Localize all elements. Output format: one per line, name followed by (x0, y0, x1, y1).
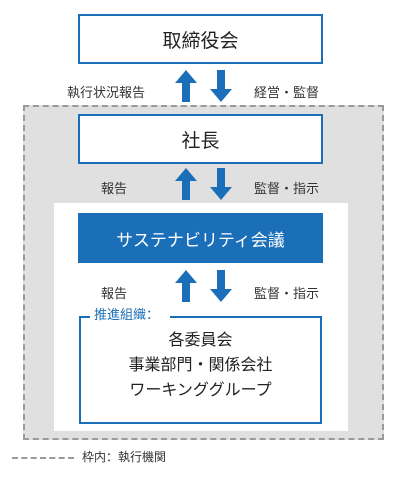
oversight-label: 経営・監督 (254, 86, 320, 101)
president-label: 社長 (181, 129, 220, 152)
president-box: 社長 (78, 114, 323, 164)
up-arrow-icon (175, 70, 197, 102)
org-bracket (79, 316, 322, 424)
legend-label: 枠内：執行機関 (82, 450, 167, 464)
org-label: 推進組織： (92, 308, 162, 324)
up-arrow-icon (175, 168, 197, 200)
council-label: サステナビリティ会議 (116, 230, 285, 251)
org-members: 各委員会 事業部門・関係会社 ワーキンググループ (80, 327, 321, 402)
down-arrow-icon (210, 168, 232, 200)
legend-dash-line (12, 457, 74, 459)
down-arrow-icon (210, 270, 232, 302)
report-label-1: 報告 (101, 182, 128, 197)
org-line-working-groups: ワーキンググループ (129, 380, 272, 399)
instruct-label-2: 監督・指示 (254, 287, 320, 302)
org-line-committees: 各委員会 (168, 330, 233, 349)
instruct-label-1: 監督・指示 (254, 182, 320, 197)
council-box: サステナビリティ会議 (78, 213, 323, 263)
report-label-2: 報告 (101, 287, 128, 302)
board-box: 取締役会 (78, 14, 323, 64)
org-line-divisions: 事業部門・関係会社 (128, 355, 273, 374)
report-to-board-label: 執行状況報告 (67, 86, 146, 101)
board-label: 取締役会 (162, 29, 239, 52)
down-arrow-icon (210, 70, 232, 102)
up-arrow-icon (175, 270, 197, 302)
